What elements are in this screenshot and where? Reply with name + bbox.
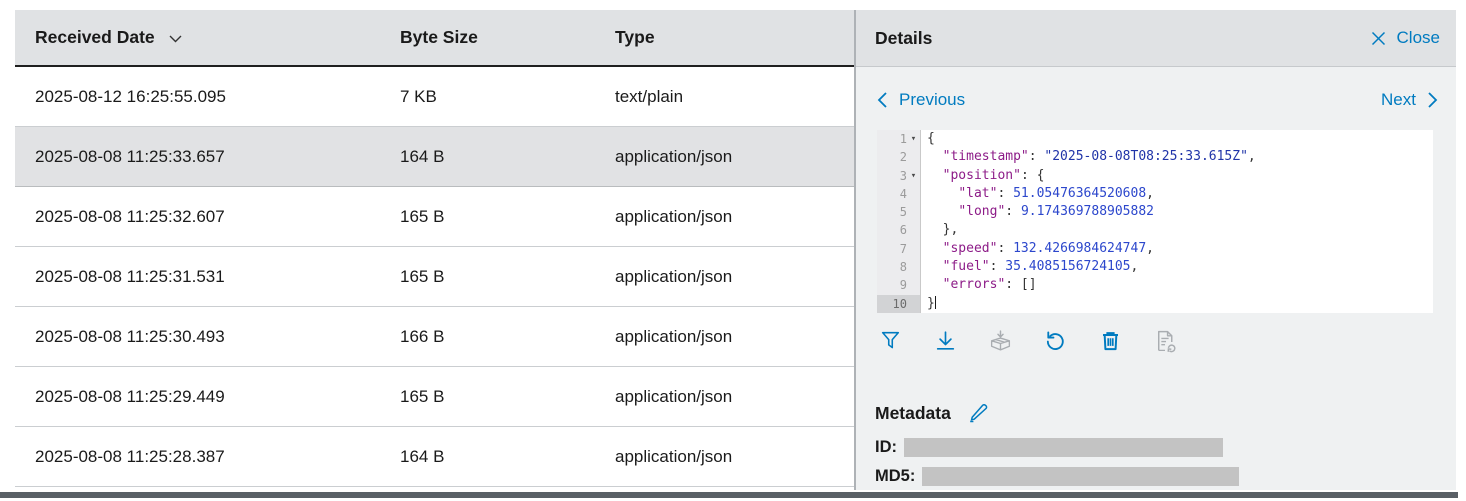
details-header: Details Close — [856, 10, 1456, 67]
previous-button[interactable]: Previous — [875, 90, 965, 110]
cell-type: application/json — [615, 146, 733, 166]
sort-chevron-down-icon — [169, 35, 182, 43]
cell-type: application/json — [615, 266, 733, 286]
gutter-line[interactable]: 1▾ — [877, 130, 920, 148]
chevron-left-icon — [877, 92, 887, 108]
cell-received-date: 2025-08-12 16:25:55.095 — [35, 86, 226, 106]
metadata-field-id: ID: — [875, 438, 1223, 457]
cell-received-date: 2025-08-08 11:25:29.449 — [35, 386, 225, 406]
close-button[interactable]: Close — [1369, 28, 1440, 48]
table-row[interactable]: 2025-08-08 11:25:33.657 164 B applicatio… — [15, 127, 855, 187]
text-cursor — [934, 295, 936, 309]
cell-type: text/plain — [615, 86, 684, 106]
gutter-line: 5 — [899, 205, 907, 220]
gutter-line: 8 — [899, 260, 907, 275]
close-label: Close — [1396, 28, 1440, 47]
gutter-line: 7 — [899, 241, 907, 256]
table-body: 2025-08-12 16:25:55.095 7 KB text/plain … — [15, 67, 855, 487]
redacted-value-bar — [922, 467, 1240, 486]
unpack-box-icon — [987, 326, 1013, 356]
gutter-line[interactable]: 3▾ — [877, 167, 920, 185]
column-header-type[interactable]: Type — [615, 27, 855, 48]
details-title: Details — [875, 27, 933, 48]
cell-byte-size: 165 B — [400, 206, 445, 226]
reprocess-icon[interactable] — [1042, 326, 1068, 356]
cell-byte-size: 164 B — [400, 446, 445, 466]
document-refresh-icon — [1152, 326, 1178, 356]
cell-received-date: 2025-08-08 11:25:33.657 — [35, 146, 225, 166]
pencil-icon — [970, 403, 988, 423]
download-icon[interactable] — [932, 326, 958, 356]
panel-divider — [854, 10, 856, 490]
cell-received-date: 2025-08-08 11:25:31.531 — [35, 266, 225, 286]
cell-received-date: 2025-08-08 11:25:32.607 — [35, 206, 225, 226]
cell-type: application/json — [615, 446, 733, 466]
column-label: Type — [615, 27, 655, 47]
cell-type: application/json — [615, 206, 733, 226]
code-line[interactable]: "errors": [] — [942, 277, 1037, 293]
column-label: Byte Size — [400, 27, 478, 47]
cell-byte-size: 166 B — [400, 326, 445, 346]
field-label: ID: — [875, 438, 897, 456]
metadata-field-md5: MD5: — [875, 467, 1240, 486]
code-line[interactable]: "position": { — [942, 167, 1045, 183]
column-header-byte-size[interactable]: Byte Size — [400, 27, 615, 48]
filter-icon[interactable] — [877, 326, 903, 356]
fold-arrow-icon: ▾ — [910, 170, 917, 181]
bottom-bar — [0, 492, 1458, 498]
cell-byte-size: 7 KB — [400, 86, 437, 106]
table-row[interactable]: 2025-08-08 11:25:28.387 164 B applicatio… — [15, 427, 855, 487]
field-label: MD5: — [875, 467, 916, 485]
table-header: Received Date Byte Size Type — [15, 10, 855, 67]
code-line[interactable]: }, — [927, 222, 959, 238]
delete-icon[interactable] — [1097, 326, 1123, 356]
cell-byte-size: 164 B — [400, 146, 445, 166]
table-row[interactable]: 2025-08-08 11:25:30.493 166 B applicatio… — [15, 307, 855, 367]
code-line[interactable]: "speed": 132.4266984624747, — [942, 240, 1154, 256]
gutter-line: 9 — [899, 278, 907, 293]
gutter-line: 2 — [899, 150, 907, 165]
table-row[interactable]: 2025-08-08 11:25:29.449 165 B applicatio… — [15, 367, 855, 427]
cell-byte-size: 165 B — [400, 266, 445, 286]
cell-received-date: 2025-08-08 11:25:30.493 — [35, 326, 225, 346]
cell-type: application/json — [615, 386, 733, 406]
code-line[interactable]: } — [927, 295, 936, 311]
redacted-value-bar — [904, 438, 1223, 457]
previous-label: Previous — [899, 90, 966, 109]
details-nav: Previous Next — [856, 86, 1456, 114]
cell-received-date: 2025-08-08 11:25:28.387 — [35, 446, 225, 466]
code-line[interactable]: { — [927, 131, 935, 146]
fold-arrow-icon: ▾ — [910, 134, 917, 144]
table-row[interactable]: 2025-08-12 16:25:55.095 7 KB text/plain — [15, 67, 855, 127]
table-row[interactable]: 2025-08-08 11:25:32.607 165 B applicatio… — [15, 187, 855, 247]
metadata-title: Metadata — [875, 403, 951, 423]
code-line[interactable]: "timestamp": "2025-08-08T08:25:33.615Z", — [942, 149, 1256, 165]
column-label: Received Date — [35, 27, 155, 47]
code-line[interactable]: "fuel": 35.4085156724105, — [942, 259, 1139, 275]
code-line[interactable]: "lat": 51.05476364520608, — [958, 185, 1154, 201]
editor-code[interactable]: { "timestamp": "2025-08-08T08:25:33.615Z… — [921, 130, 1433, 313]
details-panel: Details Close Previous Next — [856, 10, 1456, 490]
gutter-line: 6 — [899, 223, 907, 238]
cell-type: application/json — [615, 326, 733, 346]
gutter-line: 10 — [877, 294, 920, 313]
chevron-right-icon — [1428, 92, 1438, 108]
column-header-received-date[interactable]: Received Date — [35, 27, 400, 48]
next-button[interactable]: Next — [1381, 90, 1440, 110]
edit-metadata-button[interactable] — [967, 400, 991, 424]
code-line[interactable]: "long": 9.174369788905882 — [958, 204, 1154, 220]
details-toolbar — [877, 326, 1178, 356]
cell-byte-size: 165 B — [400, 386, 445, 406]
table-row[interactable]: 2025-08-08 11:25:31.531 165 B applicatio… — [15, 247, 855, 307]
close-icon — [1371, 31, 1385, 45]
next-label: Next — [1381, 90, 1416, 109]
gutter-line: 4 — [899, 186, 907, 201]
metadata-section: Metadata — [875, 400, 991, 424]
message-table: Received Date Byte Size Type 2025-08-12 … — [15, 10, 855, 487]
